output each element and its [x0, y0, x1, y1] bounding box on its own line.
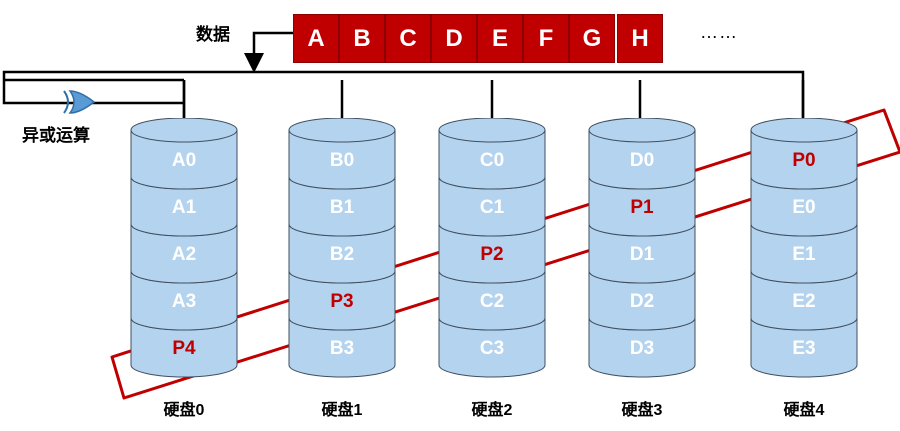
data-block-h: H: [617, 14, 663, 63]
data-label: 数据: [196, 25, 230, 44]
data-block-label: B0: [329, 150, 355, 171]
data-block-b: B: [339, 14, 385, 63]
disk-3-segment-0: [588, 118, 696, 190]
data-block-d: D: [431, 14, 477, 63]
data-block-label: C3: [479, 338, 505, 359]
data-block-e: E: [477, 14, 523, 63]
data-block-label: B3: [329, 338, 355, 359]
xor-label: 异或运算: [22, 126, 90, 145]
data-block-label: E1: [792, 244, 816, 265]
data-block-c: C: [385, 14, 431, 63]
parity-block-label: P4: [172, 338, 196, 359]
disk-name-2: 硬盘2: [471, 402, 513, 419]
data-block-label: D3: [629, 338, 655, 359]
data-block-label: A3: [171, 291, 197, 312]
parity-block-label: P2: [480, 244, 504, 265]
parity-block-label: P1: [630, 197, 654, 218]
data-block-label: B1: [329, 197, 355, 218]
disk-4-segment-0: [750, 118, 858, 190]
data-block-f: F: [523, 14, 569, 63]
data-block-label: E0: [792, 197, 816, 218]
data-block-label: A0: [171, 150, 197, 171]
ellipsis: ……: [700, 22, 738, 42]
data-block-label: C1: [479, 197, 505, 218]
parity-block-label: P3: [330, 291, 354, 312]
disk-2-segment-0: [438, 118, 546, 190]
disk-1-segment-0: [288, 118, 396, 190]
disk-name-0: 硬盘0: [163, 402, 205, 419]
data-block-label: C0: [479, 150, 505, 171]
data-block-label: D1: [629, 244, 655, 265]
disk-name-4: 硬盘4: [783, 402, 825, 419]
data-block-label: D2: [629, 291, 655, 312]
data-block-label: A2: [171, 244, 197, 265]
data-block-label: C2: [479, 291, 505, 312]
xor-gate-icon: [63, 90, 96, 114]
parity-block-label: P0: [792, 150, 816, 171]
disk-name-3: 硬盘3: [621, 402, 663, 419]
disk-name-1: 硬盘1: [321, 402, 363, 419]
data-block-g: G: [569, 14, 615, 63]
data-block-label: D0: [629, 150, 655, 171]
disk-0-segment-0: [130, 118, 238, 190]
data-block-label: E3: [792, 338, 816, 359]
data-block-label: A1: [171, 197, 197, 218]
data-block-label: E2: [792, 291, 816, 312]
data-block-a: A: [293, 14, 339, 63]
data-block-label: B2: [329, 244, 355, 265]
